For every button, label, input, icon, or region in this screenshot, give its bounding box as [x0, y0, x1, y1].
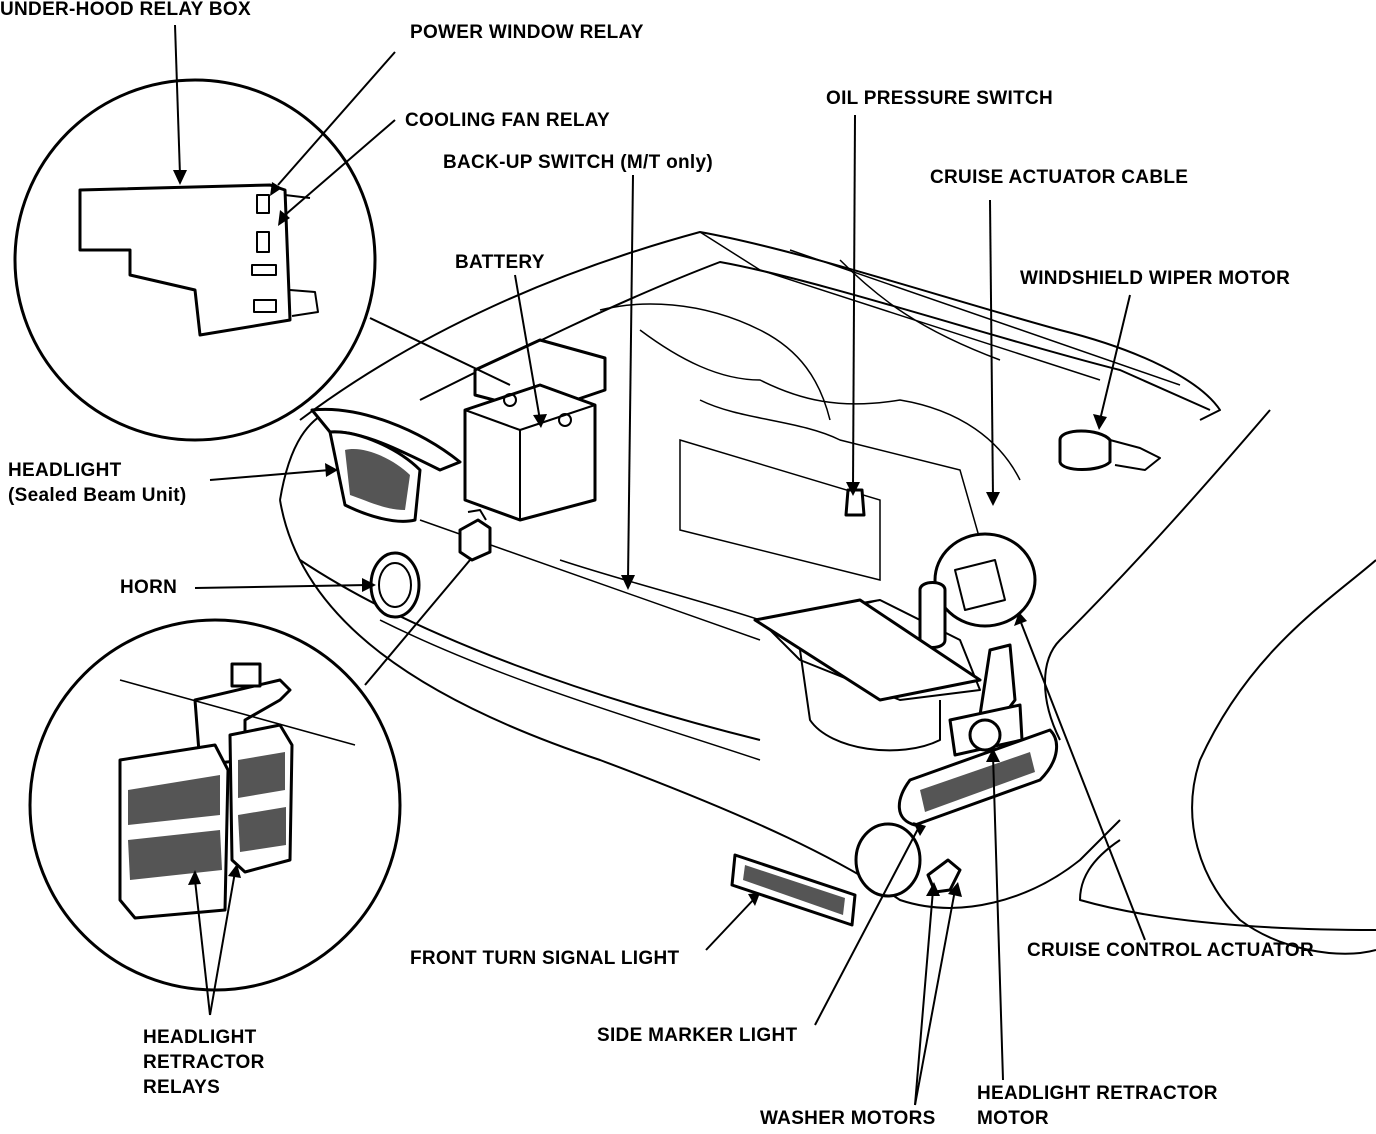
connector-drawing [458, 509, 492, 562]
label-headlight-retractor-relays-line1: HEADLIGHT [143, 1027, 257, 1048]
retractor-relays-callout [28, 559, 471, 992]
label-headlight: HEADLIGHT (Sealed Beam Unit) [8, 458, 187, 508]
label-battery: BATTERY [455, 252, 545, 273]
label-headlight-line2: (Sealed Beam Unit) [8, 485, 187, 506]
label-side-marker-light: SIDE MARKER LIGHT [597, 1025, 798, 1046]
label-cooling-fan-relay: COOLING FAN RELAY [405, 110, 610, 131]
relay-box-callout [13, 78, 511, 442]
label-headlight-retractor-relays: HEADLIGHT RETRACTOR RELAYS [143, 1025, 265, 1100]
label-oil-pressure-switch: OIL PRESSURE SWITCH [826, 88, 1054, 109]
wiper-motor-drawing [1058, 429, 1161, 471]
side-marker-drawing [897, 728, 1059, 827]
label-horn: HORN [120, 577, 178, 598]
battery-drawing [463, 338, 607, 522]
headlight-unit [310, 407, 462, 523]
label-front-turn-signal-light: FRONT TURN SIGNAL LIGHT [410, 948, 680, 969]
retractor-motor-drawing [948, 643, 1024, 757]
label-headlight-retractor-relays-line3: RELAYS [143, 1077, 221, 1098]
label-headlight-retractor-relays-line2: RETRACTOR [143, 1052, 265, 1073]
label-windshield-wiper-motor: WINDSHIELD WIPER MOTOR [1020, 268, 1291, 289]
oil-pressure-switch-drawing [844, 488, 866, 517]
cruise-actuator-drawing [918, 532, 1037, 649]
label-cruise-control-actuator: CRUISE CONTROL ACTUATOR [1027, 940, 1314, 961]
horn-drawing [369, 551, 421, 619]
headlight-cover-right [753, 598, 982, 702]
fog-light-drawing [854, 822, 922, 898]
label-headlight-retractor-motor-line2: MOTOR [977, 1108, 1049, 1129]
label-under-hood-relay-box: UNDER-HOOD RELAY BOX [0, 0, 251, 20]
label-power-window-relay: POWER WINDOW RELAY [410, 22, 644, 43]
label-cruise-actuator-cable: CRUISE ACTUATOR CABLE [930, 167, 1189, 188]
leader-lines [173, 24, 1146, 1106]
label-headlight-retractor-motor-line1: HEADLIGHT RETRACTOR [977, 1083, 1218, 1104]
label-headlight-line1: HEADLIGHT [8, 460, 122, 481]
turn-signal-drawing [730, 853, 857, 927]
label-headlight-retractor-motor: HEADLIGHT RETRACTOR MOTOR [977, 1081, 1218, 1131]
label-back-up-switch: BACK-UP SWITCH (M/T only) [443, 152, 713, 173]
label-washer-motors: WASHER MOTORS [760, 1108, 936, 1129]
car-body [279, 231, 1376, 955]
